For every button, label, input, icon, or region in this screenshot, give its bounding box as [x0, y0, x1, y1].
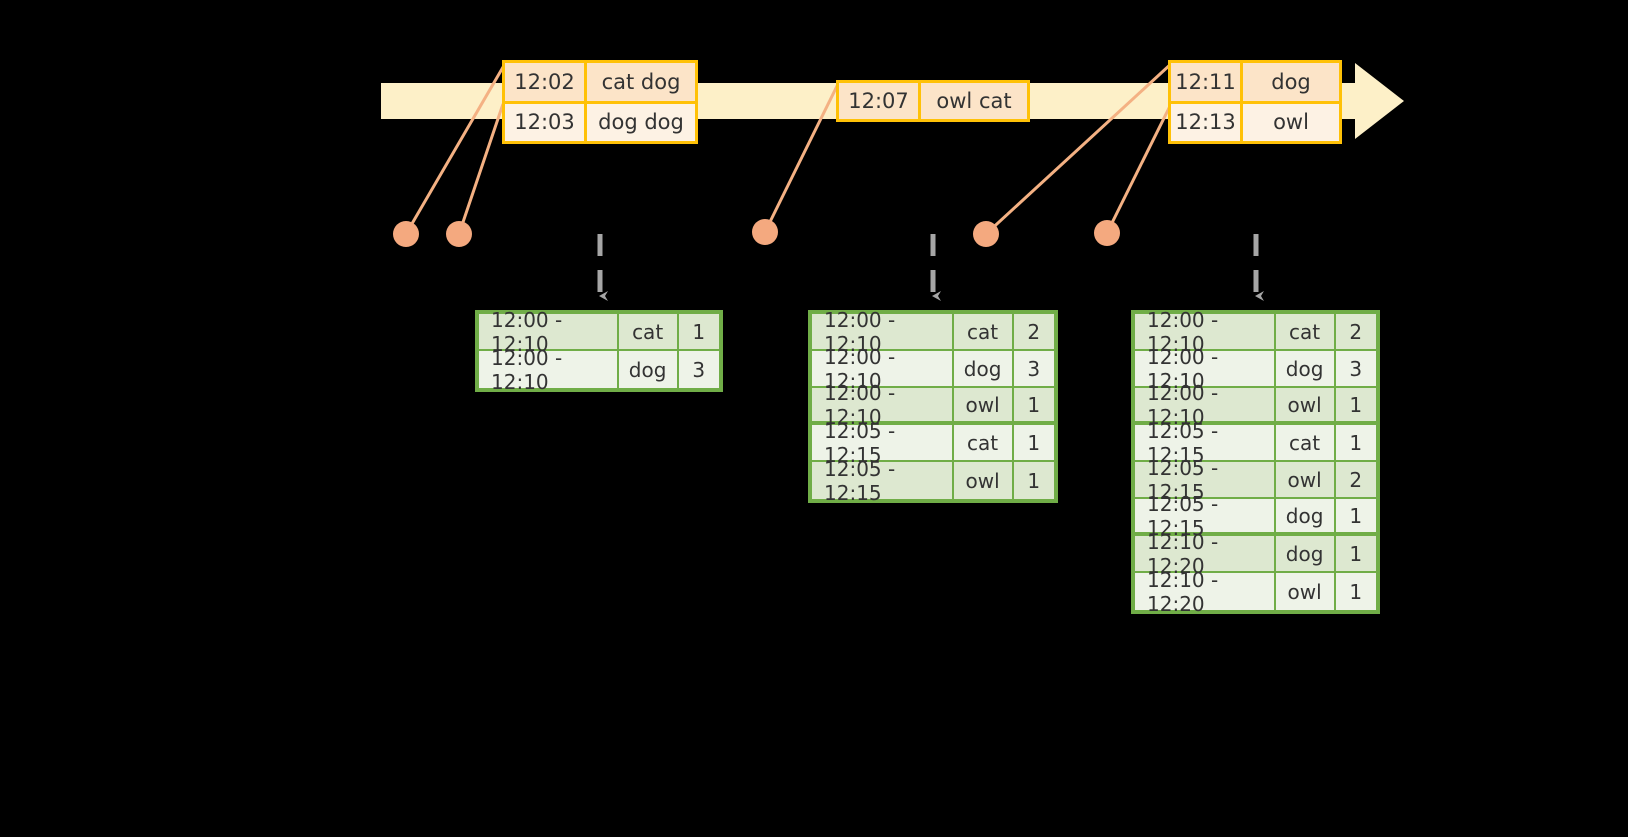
word-key-cell: owl: [1276, 573, 1336, 610]
connector-line: [763, 81, 841, 233]
count-value-cell: 1: [1349, 430, 1363, 455]
event-row: 12:02 cat dog: [505, 63, 695, 101]
word-key-cell: cat: [1276, 314, 1336, 349]
word-key-cell: dog: [619, 351, 679, 388]
event-words: owl cat: [936, 89, 1012, 113]
count-value-cell: 1: [1349, 392, 1363, 417]
count-value-cell: 2: [1349, 319, 1363, 344]
count-value-cell: 1: [1027, 430, 1041, 455]
dot-1213-marker-icon: [1094, 220, 1120, 246]
connector-line: [1105, 103, 1173, 234]
count-value-cell: 3: [1349, 356, 1363, 381]
window-range-cell: 12:10 - 12:20: [1135, 530, 1276, 578]
event-dots: [393, 219, 1120, 247]
word-key-cell: owl: [954, 462, 1014, 499]
window-range-cell: 12:05 - 12:15: [812, 419, 954, 467]
event-timestamp: 12:03: [505, 103, 587, 141]
event-words: owl: [1273, 110, 1309, 135]
word-key-cell: owl: [954, 388, 1014, 421]
window-range-cell: 12:05 - 12:15: [812, 457, 954, 505]
window-range-cell: 12:10 - 12:20: [1135, 568, 1276, 616]
dashed-arrows: [597, 234, 1264, 301]
word-key-cell: cat: [1276, 425, 1336, 460]
count-value-cell: 1: [1027, 392, 1041, 417]
count-value-cell: 1: [1349, 579, 1363, 604]
window-range-cell: 12:00 - 12:10: [812, 381, 954, 429]
count-value-cell: 1: [692, 319, 706, 344]
event-group-3: 12:11 dog 12:13 owl: [1168, 60, 1342, 144]
word-key-cell: dog: [954, 351, 1014, 386]
window-range-cell: 12:00 - 12:10: [1135, 381, 1276, 429]
event-row: 12:07 owl cat: [839, 83, 1027, 119]
count-value-cell: 1: [1349, 541, 1363, 566]
word-key-cell: cat: [954, 314, 1014, 349]
event-row: 12:13 owl: [1171, 100, 1339, 141]
word-key-cell: dog: [1276, 499, 1336, 532]
connector-line: [457, 103, 505, 235]
connector-line: [404, 61, 508, 235]
event-timestamp: 12:07: [839, 83, 921, 119]
window-range-cell: 12:00 - 12:10: [479, 346, 619, 394]
count-value-cell: 1: [1027, 468, 1041, 493]
event-timestamp: 12:13: [1171, 103, 1243, 141]
dot-1211-marker-icon: [973, 221, 999, 247]
event-timestamp: 12:11: [1171, 63, 1243, 101]
word-key-cell: owl: [1276, 462, 1336, 497]
count-value-cell: 2: [1349, 467, 1363, 492]
word-key-cell: dog: [1276, 536, 1336, 571]
word-key-cell: dog: [1276, 351, 1336, 386]
word-key-cell: owl: [1276, 388, 1336, 421]
event-group-1: 12:02 cat dog 12:03 dog dog: [502, 60, 698, 144]
event-words: dog dog: [598, 110, 684, 135]
count-value-cell: 3: [692, 357, 706, 382]
count-value-cell: 1: [1349, 503, 1363, 528]
event-row: 12:11 dog: [1171, 63, 1339, 101]
count-value-cell: 2: [1027, 319, 1041, 344]
event-group-2: 12:07 owl cat: [836, 80, 1030, 122]
dot-1207-marker-icon: [752, 219, 778, 245]
event-timestamp: 12:02: [505, 63, 587, 101]
count-value-cell: 3: [1027, 356, 1041, 381]
word-key-cell: cat: [619, 314, 679, 349]
window-range-cell: 12:05 - 12:15: [1135, 492, 1276, 540]
event-words: dog: [1271, 69, 1311, 94]
dot-1203-marker-icon: [446, 221, 472, 247]
word-key-cell: cat: [954, 425, 1014, 460]
event-row: 12:03 dog dog: [505, 100, 695, 141]
event-words: cat dog: [601, 69, 681, 94]
window-range-cell: 12:00 - 12:10: [479, 308, 619, 356]
dot-1202-marker-icon: [393, 221, 419, 247]
